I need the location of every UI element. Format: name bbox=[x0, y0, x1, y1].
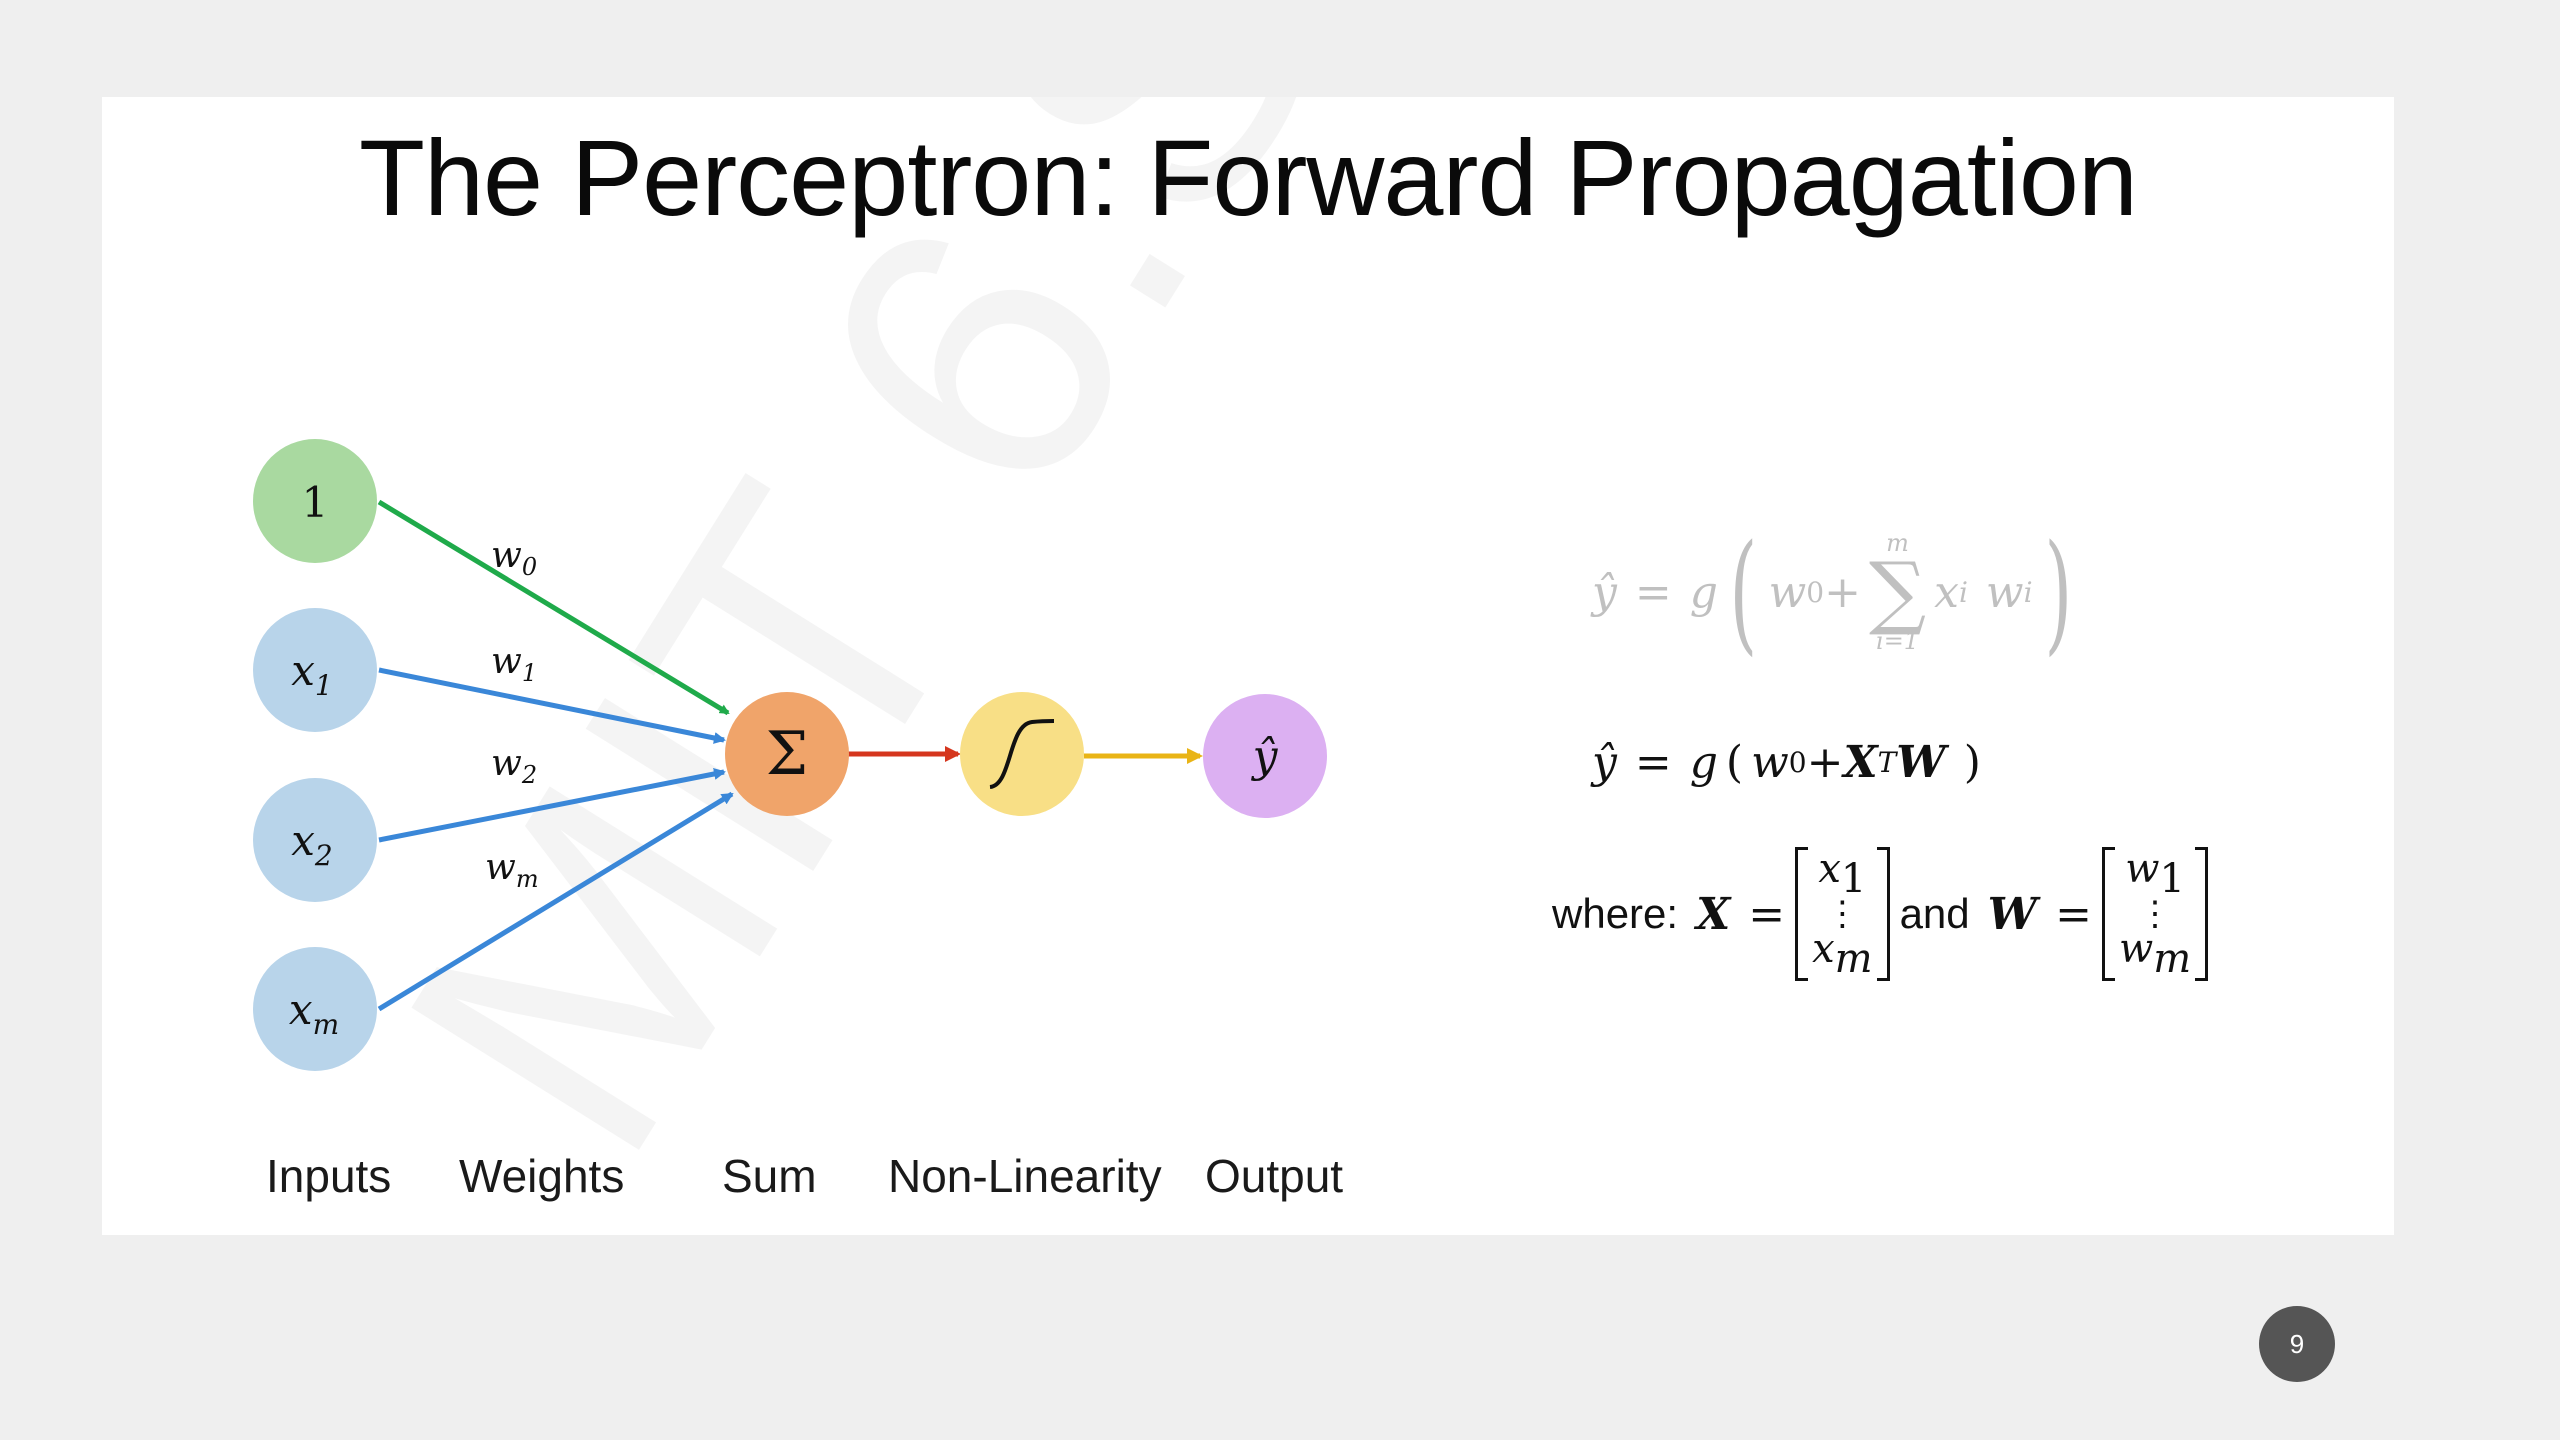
edge-xm-to-sum bbox=[377, 791, 734, 1012]
perceptron-diagram: 1 x1 x2 xm Σ ŷ w0 w1 w2 wm bbox=[253, 439, 1327, 1071]
where-label: where: bbox=[1552, 890, 1679, 937]
slide-title: The Perceptron: Forward Propagation bbox=[359, 117, 2138, 238]
stage-label-sum: Sum bbox=[722, 1150, 817, 1202]
edge-x2-to-sum bbox=[378, 768, 726, 843]
matrix-x: x1 ⋮ xm bbox=[1795, 847, 1890, 981]
edge-bias-to-sum bbox=[377, 499, 730, 716]
input-node-xm bbox=[253, 947, 377, 1071]
sigmoid-icon bbox=[989, 719, 1055, 789]
equation-definitions: where: X= x1 ⋮ xm and W= w1 ⋮ wm bbox=[1552, 847, 2218, 981]
bias-node bbox=[253, 439, 377, 563]
weight-label-wm: wm bbox=[485, 847, 539, 893]
input-node-x2 bbox=[253, 778, 377, 902]
sum-node-label: Σ bbox=[766, 719, 808, 789]
nonlinearity-node bbox=[960, 692, 1084, 816]
stage-label-nonlinearity: Non-Linearity bbox=[888, 1150, 1162, 1202]
slide: MIT 6.S191 The Perceptron: Forward Propa… bbox=[102, 97, 2394, 1235]
bias-node-label: 1 bbox=[302, 478, 329, 527]
weight-label-w2: w2 bbox=[491, 743, 537, 789]
and-label: and bbox=[1899, 890, 1970, 937]
edge-x1-to-sum bbox=[378, 667, 726, 744]
weight-label-w1: w1 bbox=[491, 641, 537, 687]
output-node bbox=[1203, 694, 1327, 818]
stage-label-inputs: Inputs bbox=[266, 1150, 392, 1202]
stage-label-weights: Weights bbox=[459, 1150, 625, 1202]
matrix-w: w1 ⋮ wm bbox=[2101, 847, 2209, 981]
stage-label-output: Output bbox=[1205, 1150, 1344, 1202]
input-node-x1 bbox=[253, 608, 377, 732]
sum-node bbox=[725, 692, 849, 816]
weight-label-w0: w0 bbox=[491, 535, 537, 581]
page-number-badge: 9 bbox=[2259, 1306, 2335, 1382]
output-node-label: ŷ bbox=[1251, 731, 1279, 782]
